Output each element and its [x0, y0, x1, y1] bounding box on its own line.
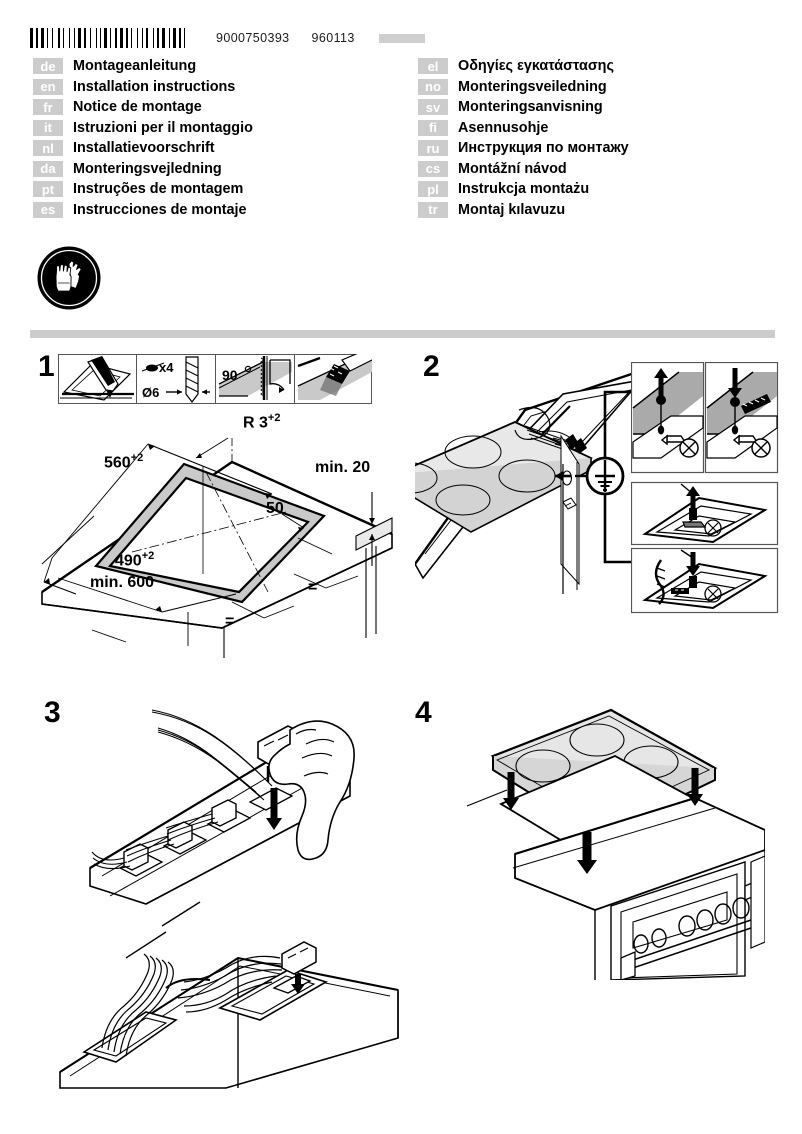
language-title-pl: Instrukcja montażu: [458, 181, 590, 198]
equal-mark-top: =: [308, 579, 318, 596]
barcode: [30, 28, 190, 48]
screw-insert-icon: [631, 547, 779, 614]
step-1-cutout-diagram: [41, 436, 393, 658]
language-row-sv: sv Monteringsanvisning: [418, 97, 788, 118]
language-row-fi: fi Asennusohje: [418, 118, 788, 139]
language-title-es: Instrucciones de montaje: [73, 201, 247, 218]
language-title-tr: Montaj kılavuzu: [458, 201, 566, 218]
language-code-de: de: [33, 58, 63, 75]
language-list-right: el Οδηγίες εγκατάστασης no Monteringsveiled…: [418, 56, 788, 220]
language-code-sv: sv: [418, 99, 448, 116]
language-row-ru: ru Инструкция по монтажу: [418, 138, 788, 159]
dimension-depth: 490+2: [115, 550, 155, 570]
language-title-de: Montageanleitung: [73, 58, 197, 75]
equal-mark-bottom: =: [225, 613, 235, 630]
language-code-en: en: [33, 78, 63, 95]
step-1-number: 1: [38, 350, 55, 383]
language-title-fi: Asennusohje: [458, 119, 549, 136]
step-4-number: 4: [415, 696, 432, 729]
language-row-de: de Montageanleitung: [33, 56, 393, 77]
mark-cutout-icon: [60, 356, 134, 401]
step-4: 4: [415, 690, 785, 1100]
step-3: 3: [30, 690, 400, 1100]
svg-text:x4: x4: [159, 360, 174, 375]
svg-text:90: 90: [222, 367, 238, 383]
section-divider: [30, 330, 775, 338]
language-code-fr: fr: [33, 99, 63, 116]
seal-edges-icon: [297, 354, 372, 400]
language-code-it: it: [33, 119, 63, 136]
language-code-pt: pt: [33, 181, 63, 198]
language-row-pt: pt Instruções de montagem: [33, 179, 393, 200]
document-number: 9000750393: [216, 31, 290, 45]
clip-install-up-icon: [631, 362, 705, 474]
language-code-el: el: [418, 58, 448, 75]
language-row-cs: cs Montážní návod: [418, 159, 788, 180]
clip-install-down-icon: [704, 362, 779, 474]
step-2: 2: [415, 348, 785, 668]
language-title-it: Istruzioni per il montaggio: [73, 119, 253, 136]
dimension-width: 560+2: [104, 452, 144, 472]
language-list-left: de Montageanleitung en Installation instruc…: [33, 56, 393, 220]
language-title-nl: Installatievoorschrift: [73, 140, 215, 157]
language-row-nl: nl Installatievoorschrift: [33, 138, 393, 159]
dimension-min-rear: min. 20: [315, 459, 371, 476]
language-code-pl: pl: [418, 181, 448, 198]
language-title-da: Monteringsvejledning: [73, 160, 222, 177]
step-1-panels: x4 Ø6 90: [58, 354, 372, 404]
step-2-number: 2: [423, 350, 440, 383]
language-row-fr: fr Notice de montage: [33, 97, 393, 118]
language-row-tr: tr Montaj kılavuzu: [418, 200, 788, 221]
language-row-pl: pl Instrukcja montażu: [418, 179, 788, 200]
screw-remove-icon: [631, 481, 779, 546]
language-code-es: es: [33, 201, 63, 218]
language-title-no: Monteringsveiledning: [458, 78, 607, 95]
language-row-es: es Instrucciones de montaje: [33, 200, 393, 221]
language-code-fi: fi: [418, 119, 448, 136]
step-1: 1 x4 Ø6: [30, 348, 400, 668]
step-2-detail-panels: [631, 362, 779, 614]
document-header: 9000750393 960113: [30, 26, 775, 50]
language-row-da: da Monteringsvejledning: [33, 159, 393, 180]
dimension-edge-distance: 50: [266, 500, 284, 517]
language-row-no: no Monteringsveiledning: [418, 77, 788, 98]
language-row-en: en Installation instructions: [33, 77, 393, 98]
dimension-radius: R 3+2: [243, 412, 281, 432]
language-title-fr: Notice de montage: [73, 99, 202, 116]
language-code-nl: nl: [33, 140, 63, 157]
language-code-cs: cs: [418, 160, 448, 177]
language-title-el: Οδηγίες εγκατάστασης: [458, 58, 614, 75]
language-code-no: no: [418, 78, 448, 95]
saw-cutout-icon: 90: [218, 356, 292, 400]
drill-holes-icon: x4 Ø6: [141, 356, 210, 403]
language-row-it: it Istruzioni per il montaggio: [33, 118, 393, 139]
language-code-ru: ru: [418, 140, 448, 157]
language-row-el: el Οδηγίες εγκατάστασης: [418, 56, 788, 77]
step-3-diagram: [59, 709, 399, 1089]
language-title-sv: Monteringsanvisning: [458, 99, 603, 116]
header-grey-marker: [378, 33, 425, 43]
language-title-cs: Montážní návod: [458, 160, 567, 177]
dimension-min-cabinet: min. 600: [90, 574, 155, 591]
language-code-da: da: [33, 160, 63, 177]
svg-text:Ø6: Ø6: [142, 385, 159, 400]
document-code: 960113: [311, 31, 355, 45]
protective-gloves-icon: [36, 245, 102, 311]
language-title-en: Installation instructions: [73, 78, 236, 95]
language-code-tr: tr: [418, 201, 448, 218]
step-4-diagram: [466, 708, 765, 980]
step-3-number: 3: [44, 696, 61, 729]
language-title-pt: Instruções de montagem: [73, 181, 244, 198]
language-title-ru: Инструкция по монтажу: [458, 140, 629, 157]
